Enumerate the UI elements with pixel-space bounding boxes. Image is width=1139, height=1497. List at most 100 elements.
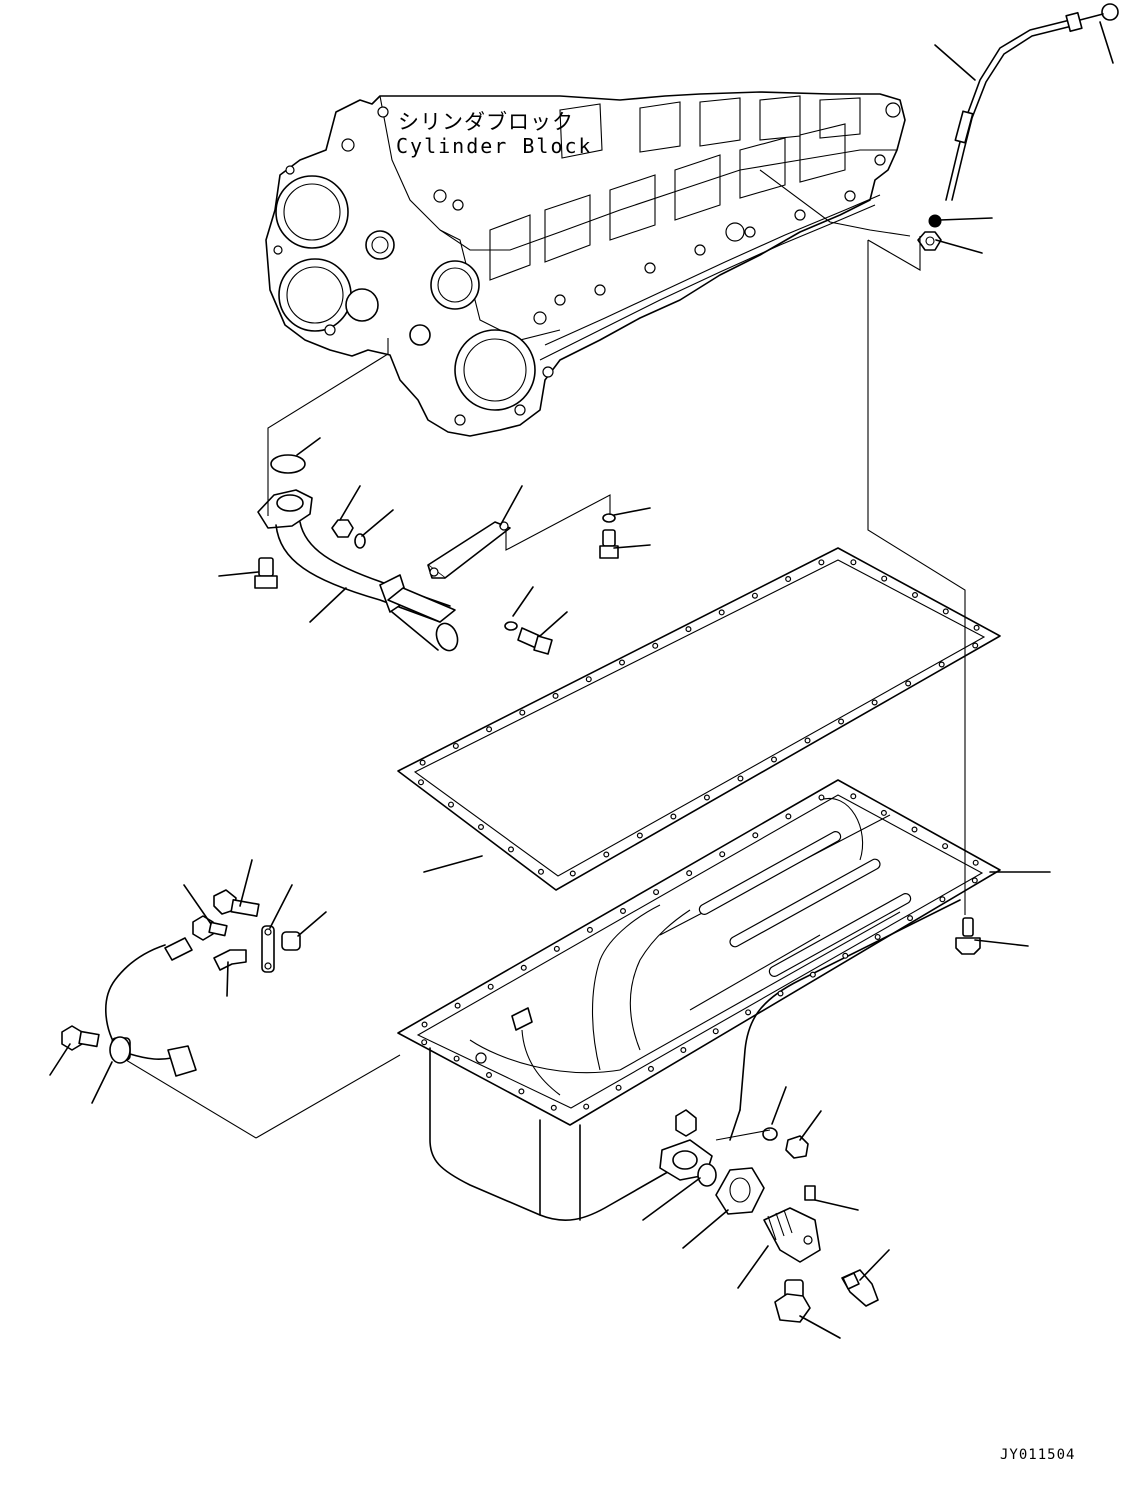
- bolt-hole: [486, 726, 493, 733]
- harness-clip: [213, 949, 247, 971]
- bolt-hole: [911, 826, 918, 833]
- bolt-hole: [842, 952, 849, 959]
- bolt-hole: [737, 775, 744, 782]
- bolt-hole: [718, 609, 725, 616]
- bolt-hole: [686, 870, 693, 877]
- bolt-hole: [618, 659, 625, 666]
- bolt-hole: [850, 559, 857, 566]
- cylinder-block-label-jp: シリンダブロック: [398, 110, 574, 134]
- oil-pan-bolt: [955, 917, 981, 955]
- bolt-hole: [880, 809, 887, 816]
- bolt-hole: [770, 756, 777, 763]
- bolt-hole: [550, 1104, 557, 1111]
- bolt-hole: [809, 971, 816, 978]
- bolt-hole: [520, 964, 527, 971]
- bracket-washer: [602, 513, 616, 523]
- bolt-hole: [537, 868, 544, 875]
- harness-clip-bolt: [192, 915, 228, 941]
- bolt-hole: [418, 779, 425, 786]
- bolt-hole: [419, 759, 426, 766]
- bolt-hole: [818, 559, 825, 566]
- bolt-hole: [911, 591, 918, 598]
- bolt-hole: [636, 832, 643, 839]
- suction-pipe-nut: [331, 519, 354, 538]
- bracket-bolt: [599, 529, 619, 559]
- bolt-hole: [421, 1039, 428, 1046]
- pipe-clamp-bolt: [517, 627, 553, 655]
- bolt-hole: [752, 832, 759, 839]
- drain-adapter-nut: [715, 1167, 765, 1215]
- bolt-hole: [972, 642, 979, 649]
- bolt-hole: [942, 843, 949, 850]
- bolt-hole: [680, 1047, 687, 1054]
- bolt-hole: [785, 813, 792, 820]
- bolt-hole: [647, 1065, 654, 1072]
- bolt-hole: [585, 676, 592, 683]
- harness-bracket: [261, 925, 275, 973]
- bolt-hole: [569, 870, 576, 877]
- oil-level-sensor: [104, 937, 197, 1077]
- bolt-hole: [938, 661, 945, 668]
- bolt-hole: [454, 1002, 461, 1009]
- suction-pipe-washer: [354, 533, 366, 549]
- bolt-hole: [719, 851, 726, 858]
- bolt-hole: [619, 907, 626, 914]
- bolt-hole: [751, 592, 758, 599]
- bolt-hole: [552, 692, 559, 699]
- bolt-hole: [703, 794, 710, 801]
- bolt-hole: [448, 801, 455, 808]
- pipe-clamp-washer: [504, 621, 518, 631]
- bolt-hole: [670, 813, 677, 820]
- dipstick-nut: [917, 231, 942, 251]
- bolt-hole: [712, 1028, 719, 1035]
- bolt-hole: [871, 699, 878, 706]
- cylinder-block: [265, 91, 911, 437]
- bolt-hole: [785, 576, 792, 583]
- bolt-hole: [939, 896, 946, 903]
- bolt-hole: [518, 1088, 525, 1095]
- bolt-hole: [907, 915, 914, 922]
- suction-pipe-bolt: [254, 557, 278, 589]
- oil-pan: [397, 779, 1001, 1221]
- bolt-hole: [452, 742, 459, 749]
- harness-bracket-bolt: [213, 889, 260, 917]
- bolt-hole: [818, 794, 825, 801]
- drawing-code: JY011504: [1000, 1447, 1076, 1463]
- harness-spacer: [281, 931, 301, 951]
- sensor-bolt: [61, 1025, 100, 1051]
- bolt-hole: [881, 575, 888, 582]
- bolt-hole: [685, 626, 692, 633]
- drain-plug: [785, 1135, 809, 1159]
- bolt-hole: [942, 608, 949, 615]
- bolt-hole: [478, 823, 485, 830]
- dipstick: [945, 3, 1119, 201]
- leader-lines: [49, 21, 1114, 1339]
- suction-pipe: [257, 489, 459, 652]
- drain-bolt: [774, 1279, 811, 1323]
- bolt-hole: [583, 1103, 590, 1110]
- drain-washer: [762, 1127, 778, 1141]
- bolt-hole: [973, 624, 980, 631]
- bolt-hole: [745, 1009, 752, 1016]
- bolt-hole: [874, 933, 881, 940]
- bolt-hole: [508, 846, 515, 853]
- bolt-hole: [838, 718, 845, 725]
- bolt-hole: [905, 680, 912, 687]
- bolt-hole: [487, 983, 494, 990]
- bolt-hole: [586, 926, 593, 933]
- bolt-hole: [421, 1021, 428, 1028]
- bolt-hole: [553, 945, 560, 952]
- bolt-hole: [850, 793, 857, 800]
- cylinder-block-label-en: Cylinder Block: [396, 134, 593, 158]
- bolt-hole: [453, 1055, 460, 1062]
- bolt-hole: [777, 990, 784, 997]
- bolt-hole: [971, 877, 978, 884]
- dipstick-grommet: [928, 214, 942, 228]
- drain-elbow: [763, 1185, 821, 1263]
- suction-pipe-bracket: [427, 521, 511, 579]
- bolt-hole: [519, 709, 526, 716]
- bolt-hole: [972, 859, 979, 866]
- drain-cock: [841, 1269, 879, 1307]
- bolt-hole: [603, 851, 610, 858]
